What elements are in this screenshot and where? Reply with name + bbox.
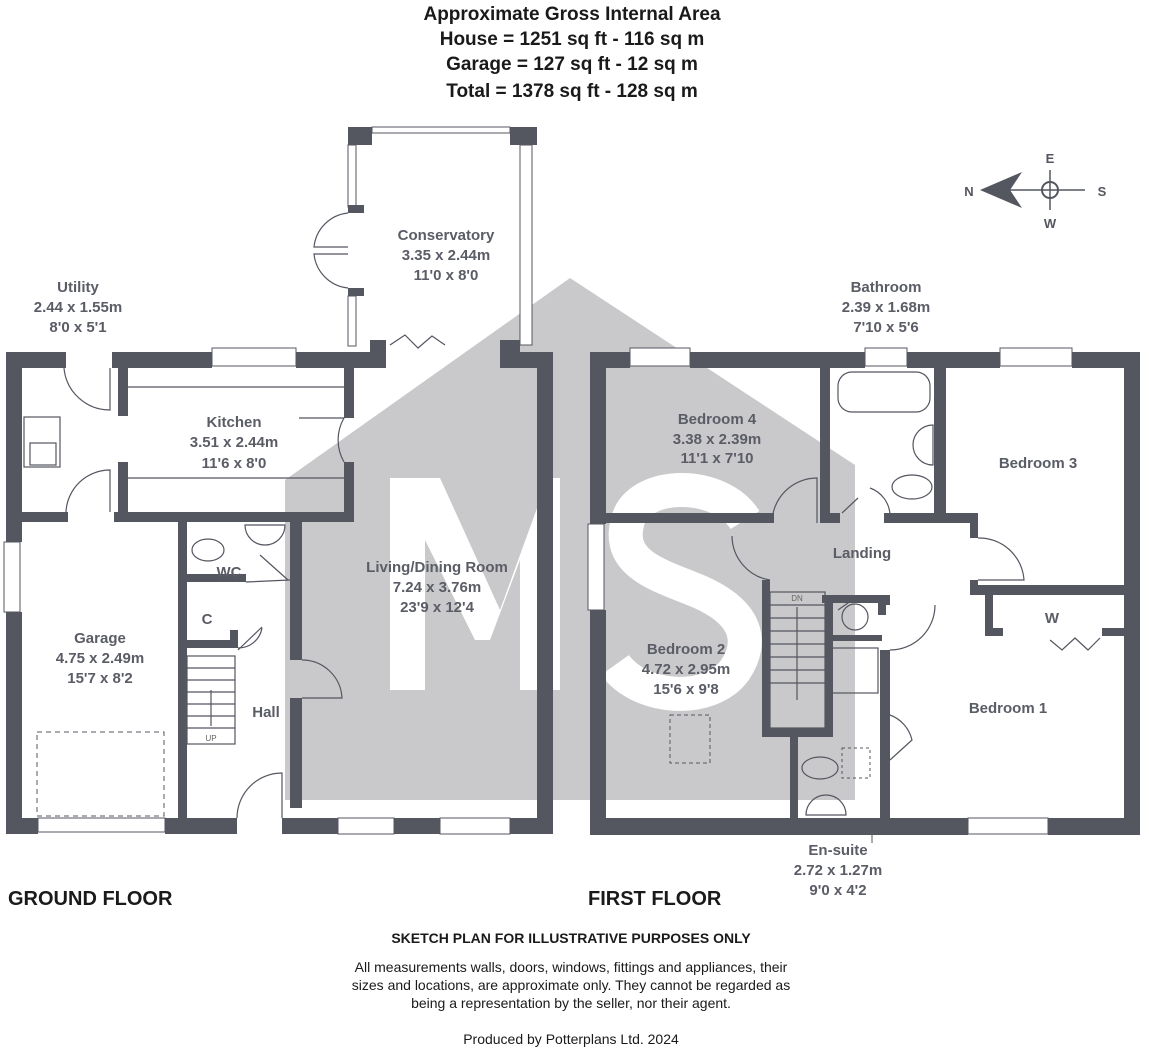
watermark-letter-m <box>390 478 560 690</box>
svg-text:Produced by Potterplans Ltd. 2: Produced by Potterplans Ltd. 2024 <box>463 1031 679 1047</box>
svg-text:2.72 x 1.27m: 2.72 x 1.27m <box>794 862 882 879</box>
compass-s: S <box>1098 184 1107 199</box>
stairs-up-label: UP <box>205 734 216 743</box>
room-bedroom-1: Bedroom 1 <box>969 700 1047 717</box>
house-area: House = 1251 sq ft - 116 sq m <box>440 29 705 50</box>
svg-text:8'0 x 5'1: 8'0 x 5'1 <box>49 319 106 336</box>
svg-text:Living/Dining Room: Living/Dining Room <box>366 559 508 576</box>
svg-text:9'0 x 4'2: 9'0 x 4'2 <box>809 882 866 899</box>
svg-text:23'9 x 12'4: 23'9 x 12'4 <box>400 599 475 616</box>
total-area: Total = 1378 sq ft - 128 sq m <box>446 81 698 102</box>
svg-text:All measurements walls, doors,: All measurements walls, doors, windows, … <box>355 959 788 975</box>
svg-text:15'7 x 8'2: 15'7 x 8'2 <box>67 670 133 687</box>
svg-text:3.51 x 2.44m: 3.51 x 2.44m <box>190 434 278 451</box>
compass-icon: N E S W <box>964 151 1106 231</box>
svg-text:Kitchen: Kitchen <box>206 414 261 431</box>
room-wardrobe: W <box>1045 610 1060 627</box>
svg-text:7'10 x 5'6: 7'10 x 5'6 <box>853 319 919 336</box>
room-landing: Landing <box>833 545 891 562</box>
svg-text:2.39 x 1.68m: 2.39 x 1.68m <box>842 299 930 316</box>
svg-text:Bedroom 2: Bedroom 2 <box>647 641 725 658</box>
room-bedroom-3: Bedroom 3 <box>999 455 1077 472</box>
room-bedroom-4: Bedroom 4 3.38 x 2.39m 11'1 x 7'10 <box>673 411 761 467</box>
room-garage: Garage 4.75 x 2.49m 15'7 x 8'2 <box>56 630 144 687</box>
stairs-dn-label: DN <box>791 594 803 603</box>
first-floor-walls: DN <box>587 347 1140 835</box>
svg-text:Conservatory: Conservatory <box>398 227 495 244</box>
svg-text:11'1 x 7'10: 11'1 x 7'10 <box>680 450 753 467</box>
svg-text:sizes and locations, are appro: sizes and locations, are approximate onl… <box>352 977 790 993</box>
watermark-letter-s <box>601 473 762 711</box>
area-summary: Approximate Gross Internal Area House = … <box>423 4 720 102</box>
svg-text:En-suite: En-suite <box>808 842 867 859</box>
compass-w: W <box>1044 216 1057 231</box>
compass-e: E <box>1046 151 1055 166</box>
room-living-dining: Living/Dining Room 7.24 x 3.76m 23'9 x 1… <box>366 559 508 616</box>
svg-text:3.38 x 2.39m: 3.38 x 2.39m <box>673 431 761 448</box>
svg-text:SKETCH PLAN FOR ILLUSTRATIVE P: SKETCH PLAN FOR ILLUSTRATIVE PURPOSES ON… <box>391 930 751 946</box>
first-floor-label: FIRST FLOOR <box>588 888 722 910</box>
svg-text:Utility: Utility <box>57 279 99 296</box>
room-bathroom: Bathroom 2.39 x 1.68m 7'10 x 5'6 <box>842 279 930 336</box>
svg-text:15'6 x 9'8: 15'6 x 9'8 <box>653 681 719 698</box>
compass-n: N <box>964 184 973 199</box>
svg-text:being a representation by the: being a representation by the seller, no… <box>411 995 731 1011</box>
svg-text:Bathroom: Bathroom <box>851 279 922 296</box>
ground-floor-label: GROUND FLOOR <box>8 888 173 910</box>
room-bedroom-2: Bedroom 2 4.72 x 2.95m 15'6 x 9'8 <box>642 641 730 698</box>
garage-area: Garage = 127 sq ft - 12 sq m <box>446 54 698 75</box>
room-kitchen: Kitchen 3.51 x 2.44m 11'6 x 8'0 <box>190 414 278 472</box>
room-ensuite: En-suite 2.72 x 1.27m 9'0 x 4'2 <box>794 835 882 899</box>
svg-text:11'6 x 8'0: 11'6 x 8'0 <box>202 455 267 472</box>
room-conservatory: Conservatory 3.35 x 2.44m 11'0 x 8'0 <box>398 227 495 284</box>
room-cupboard: C <box>202 611 213 628</box>
svg-text:Garage: Garage <box>74 630 126 647</box>
svg-text:7.24 x 3.76m: 7.24 x 3.76m <box>393 579 481 596</box>
svg-text:4.72 x 2.95m: 4.72 x 2.95m <box>642 661 730 678</box>
area-title: Approximate Gross Internal Area <box>423 4 720 25</box>
disclaimer: SKETCH PLAN FOR ILLUSTRATIVE PURPOSES ON… <box>352 930 790 1047</box>
svg-text:4.75 x 2.49m: 4.75 x 2.49m <box>56 650 144 667</box>
ground-floor-walls: UP <box>3 126 553 835</box>
room-wc: WC <box>217 564 242 581</box>
room-utility: Utility 2.44 x 1.55m 8'0 x 5'1 <box>34 279 122 336</box>
svg-text:2.44 x 1.55m: 2.44 x 1.55m <box>34 299 122 316</box>
svg-text:Bedroom 4: Bedroom 4 <box>678 411 757 428</box>
svg-text:11'0 x 8'0: 11'0 x 8'0 <box>414 267 479 284</box>
svg-text:3.35 x 2.44m: 3.35 x 2.44m <box>402 247 490 264</box>
watermark-logo <box>285 278 855 800</box>
room-hall: Hall <box>252 704 280 721</box>
